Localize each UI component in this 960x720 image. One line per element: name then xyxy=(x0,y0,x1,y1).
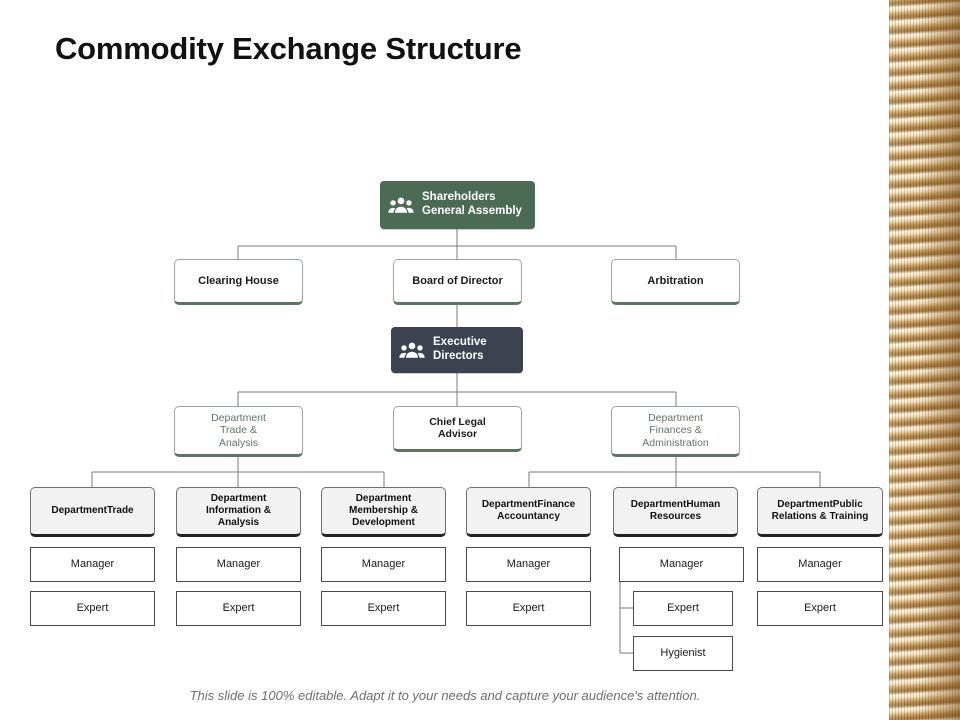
node-expert-trade[interactable]: Expert xyxy=(30,591,155,626)
node-expert-membership-development[interactable]: Expert xyxy=(321,591,446,626)
people-group-icon xyxy=(388,197,414,213)
node-label: Department Finances & Administration xyxy=(642,411,709,449)
node-label: Manager xyxy=(506,558,551,571)
node-label: Manager xyxy=(659,558,704,571)
node-label: Chief Legal Advisor xyxy=(429,415,486,440)
node-label: DepartmentHuman Resources xyxy=(630,499,721,522)
node-expert-human-resources[interactable]: Expert xyxy=(633,591,733,626)
node-label: Arbitration xyxy=(647,274,704,287)
node-manager-membership-development[interactable]: Manager xyxy=(321,547,446,582)
node-department-finance-accountancy[interactable]: DepartmentFinance Accountancy xyxy=(466,487,591,537)
node-label: Manager xyxy=(70,558,115,571)
node-department-human-resources[interactable]: DepartmentHuman Resources xyxy=(613,487,738,537)
node-department-membership-development[interactable]: Department Membership & Development xyxy=(321,487,446,537)
node-manager-human-resources[interactable]: Manager xyxy=(619,547,744,582)
node-department-trade[interactable]: DepartmentTrade xyxy=(30,487,155,537)
node-label: Manager xyxy=(361,558,406,571)
node-label: DepartmentPublic Relations & Training xyxy=(771,499,869,522)
node-label: DepartmentFinance Accountancy xyxy=(481,499,576,522)
node-expert-finance-accountancy[interactable]: Expert xyxy=(466,591,591,626)
node-label: Expert xyxy=(804,602,836,615)
node-label: Clearing House xyxy=(198,274,279,287)
node-department-finances-and-administration[interactable]: Department Finances & Administration xyxy=(611,406,740,457)
node-manager-trade[interactable]: Manager xyxy=(30,547,155,582)
node-label: Department Information & Analysis xyxy=(206,493,271,528)
node-label: Executive Directors xyxy=(433,336,487,362)
coin-shading xyxy=(885,0,960,720)
node-label: Manager xyxy=(798,558,842,571)
node-label: Board of Director xyxy=(412,274,503,287)
node-label: Manager xyxy=(216,558,261,571)
node-label: Expert xyxy=(222,602,255,615)
footer-note: This slide is 100% editable. Adapt it to… xyxy=(189,688,701,703)
people-group-icon xyxy=(399,342,425,358)
node-label: DepartmentTrade xyxy=(51,505,134,517)
node-executive-directors[interactable]: Executive Directors xyxy=(391,327,523,373)
node-label: Expert xyxy=(367,602,400,615)
node-department-information-analysis[interactable]: Department Information & Analysis xyxy=(176,487,301,537)
node-chief-legal-advisor[interactable]: Chief Legal Advisor xyxy=(393,406,522,452)
node-hygienist[interactable]: Hygienist xyxy=(633,636,733,671)
node-label: Department Trade & Analysis xyxy=(211,411,266,449)
node-board-of-director[interactable]: Board of Director xyxy=(393,259,522,305)
node-label: Expert xyxy=(76,602,109,615)
node-department-public-relations-training[interactable]: DepartmentPublic Relations & Training xyxy=(757,487,883,537)
node-label: Shareholders General Assembly xyxy=(422,191,522,217)
node-label: Hygienist xyxy=(660,647,706,660)
org-chart: Shareholders General Assembly Clearing H… xyxy=(30,181,883,703)
node-arbitration[interactable]: Arbitration xyxy=(611,259,740,305)
node-manager-finance-accountancy[interactable]: Manager xyxy=(466,547,591,582)
node-label: Department Membership & Development xyxy=(349,493,418,528)
coin-stack-image xyxy=(885,0,960,720)
node-label: Expert xyxy=(667,602,699,615)
node-expert-information-analysis[interactable]: Expert xyxy=(176,591,301,626)
node-manager-public-relations-training[interactable]: Manager xyxy=(757,547,883,582)
coin-strip-edge xyxy=(885,0,889,720)
node-expert-public-relations-training[interactable]: Expert xyxy=(757,591,883,626)
node-manager-information-analysis[interactable]: Manager xyxy=(176,547,301,582)
page-title: Commodity Exchange Structure xyxy=(55,31,522,66)
node-clearing-house[interactable]: Clearing House xyxy=(174,259,303,305)
node-shareholders-general-assembly[interactable]: Shareholders General Assembly xyxy=(380,181,535,229)
node-label: Expert xyxy=(512,602,545,615)
node-department-trade-and-analysis[interactable]: Department Trade & Analysis xyxy=(174,406,303,457)
